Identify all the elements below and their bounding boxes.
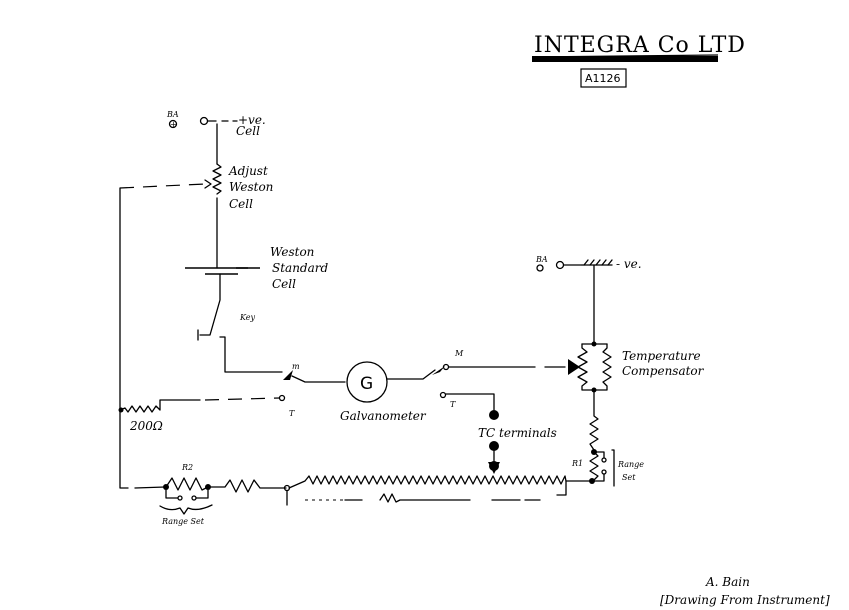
terminal-post-icon <box>199 116 209 126</box>
negative-terminal-post-icon <box>555 260 565 270</box>
wire <box>291 375 346 383</box>
adjust-label-3: Cell <box>229 197 253 211</box>
drawing-number: A1126 <box>585 72 621 85</box>
r1-label: R1 <box>571 459 583 468</box>
weston-label-1: Weston <box>270 245 314 259</box>
adjust-weston-resistor <box>212 163 222 195</box>
ba-label: BA <box>166 110 179 119</box>
resistor-200-ohm <box>119 399 201 413</box>
t-right-terminal <box>439 391 447 399</box>
resistor-series <box>210 479 287 493</box>
adjust-label-1: Adjust <box>228 164 268 178</box>
wire <box>134 486 166 489</box>
tc-terminals-label: TC terminals <box>478 426 557 440</box>
company-name: INTEGRA Co LTD <box>534 33 746 58</box>
temperature-label-2: Compensator <box>622 364 705 378</box>
key-switch-blade <box>199 273 221 336</box>
weston-standard-cell <box>185 267 260 275</box>
weston-label-2: Standard <box>272 261 328 275</box>
weston-label-3: Cell <box>272 277 296 291</box>
negative-label: - ve. <box>616 257 642 271</box>
key-label: Key <box>239 313 255 322</box>
galvanometer-symbol: G <box>360 374 373 394</box>
positive-cell-label: +ve. <box>238 113 266 127</box>
temperature-label-1: Temperature <box>622 349 701 363</box>
signature-note: [Drawing From Instrument] <box>660 593 830 607</box>
title-block: INTEGRA Co LTD A1126 <box>531 33 746 88</box>
wire <box>204 397 281 401</box>
t-right-label: T <box>450 400 456 409</box>
temperature-compensator <box>577 343 612 391</box>
r2-label: R2 <box>181 463 193 472</box>
range-set-left-terminal-a <box>177 495 183 501</box>
wire <box>386 369 436 380</box>
range-set-brace <box>159 504 213 515</box>
drawing-number-box <box>580 68 627 88</box>
m-right-terminal <box>442 363 450 371</box>
range-set-right-label-2: Set <box>622 473 636 482</box>
t-left-terminal <box>278 394 286 402</box>
slidewire-resistor[interactable] <box>288 475 567 489</box>
range-set-right-terminal-a <box>601 457 607 463</box>
wire <box>445 393 495 411</box>
signature-author: A. Bain <box>705 575 750 589</box>
m-left-label: m <box>292 362 300 371</box>
t-left-label: T <box>289 409 295 418</box>
left-loop-wire <box>119 187 129 489</box>
resistor-r1 <box>589 451 599 481</box>
resistor-200-label: 200Ω <box>129 419 163 433</box>
minus-terminal-icon <box>536 264 544 272</box>
wiper-arrow-icon <box>204 179 212 189</box>
m-right-arrow-icon <box>432 366 445 375</box>
m-contact-arrow-icon <box>283 370 293 380</box>
tc-terminal-top <box>489 410 499 420</box>
wire <box>219 336 283 373</box>
wire <box>556 480 567 496</box>
range-set-right-label-1: Range <box>617 460 644 469</box>
m-right-label: M <box>454 349 464 358</box>
adjust-label-2: Weston <box>229 180 273 194</box>
ground-hatch-icon <box>583 259 613 266</box>
wire <box>165 489 179 499</box>
galvanometer-label: Galvanometer <box>340 409 427 423</box>
series-resistor-right <box>589 389 599 451</box>
range-set-bracket <box>611 449 615 487</box>
dashed-wiper-wire <box>119 183 206 189</box>
positive-battery-terminal: BA + +ve. Cell <box>166 110 266 138</box>
title-bar <box>532 56 718 62</box>
plus-terminal-icon <box>168 119 178 129</box>
tc-terminal-bottom <box>489 441 499 451</box>
lower-resistor <box>379 493 471 503</box>
ba-negative-label: BA <box>535 255 548 264</box>
compensator-arrow-icon <box>568 359 580 375</box>
resistor-r2 <box>165 477 209 491</box>
range-set-left-label: Range Set <box>161 517 205 526</box>
plus-sign: + <box>170 120 177 129</box>
galvanometer-icon <box>346 361 388 403</box>
wire <box>195 489 209 499</box>
positive-cell-label-2: Cell <box>236 124 260 138</box>
